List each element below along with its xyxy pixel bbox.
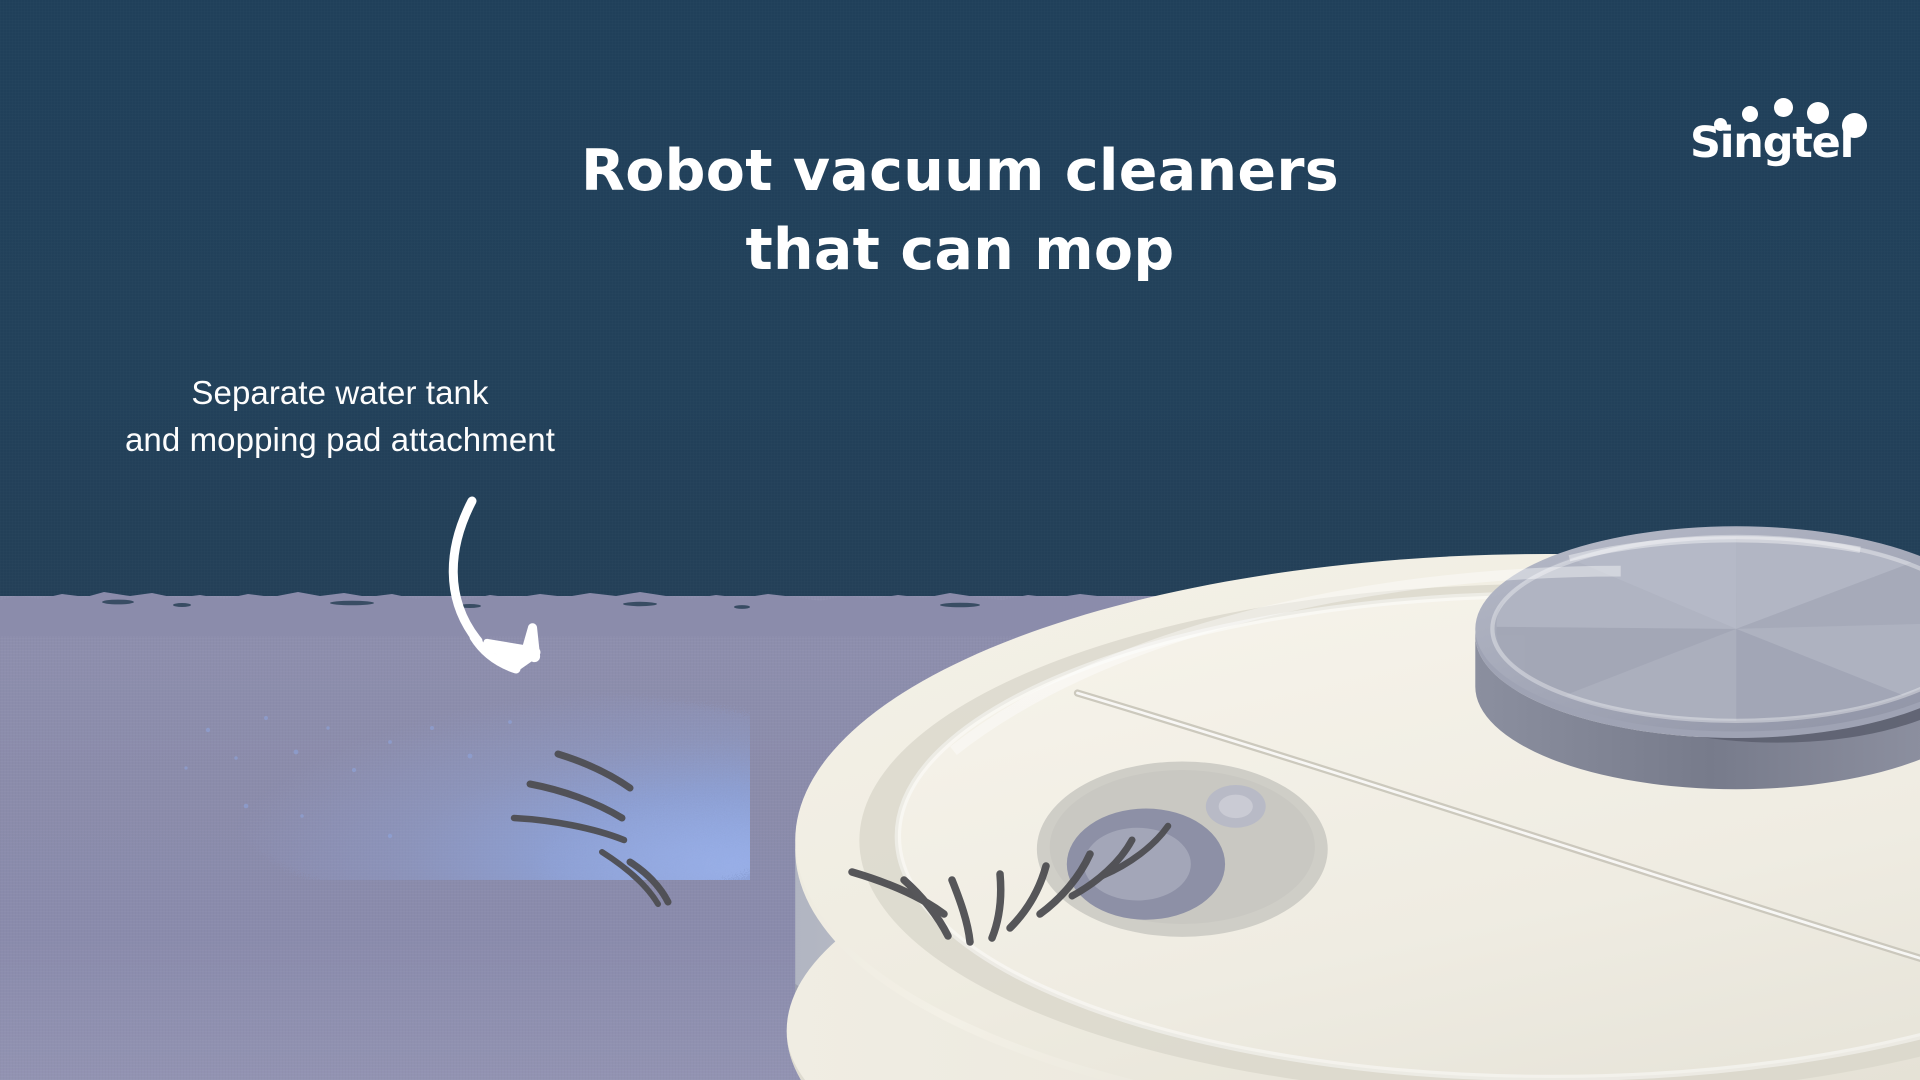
bristle-brushes [510,750,1172,946]
brand-wordmark: Singtel [1690,118,1854,168]
singtel-dots-icon [1690,96,1870,138]
title-line-2: that can mop [745,216,1175,283]
robot-vacuum-illustration [786,526,1920,1080]
callout-line-1: Separate water tank [191,374,489,411]
title-line-1: Robot vacuum cleaners [581,138,1339,204]
lid-highlight [950,565,1621,755]
callout-line-2: and mopping pad attachment [124,420,556,458]
lidar-turret [1475,526,1920,790]
curved-arrow-down-right-icon [448,496,541,674]
camera-sensor [1036,761,1328,937]
top-seam-highlight [1076,691,1920,960]
water-spray-trail [184,694,750,880]
callout-label: Separate water tank and mopping pad atta… [40,370,640,464]
background-wall [0,0,1920,660]
page-title: Robot vacuum cleaners that can mop [0,132,1920,289]
brand-logo[interactable]: Singtel [1690,96,1870,188]
